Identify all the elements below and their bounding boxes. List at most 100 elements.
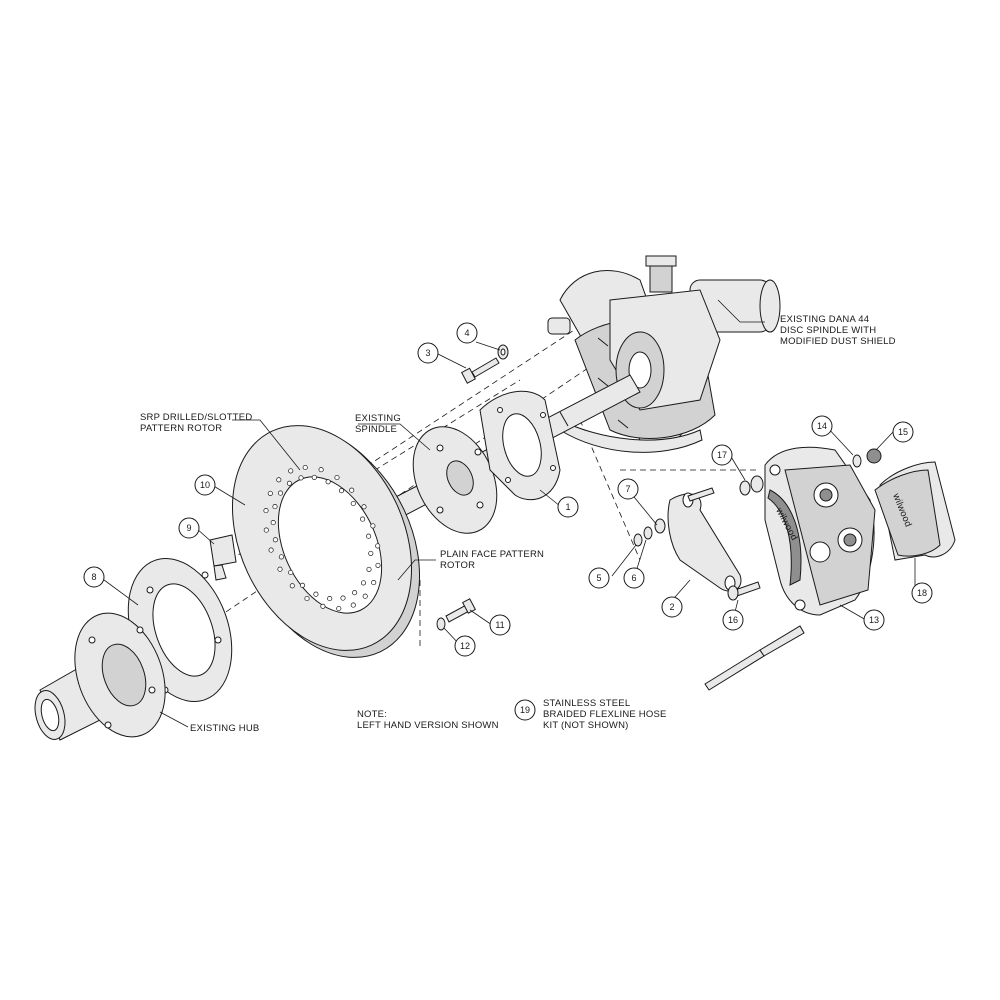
rotor-drill-hole bbox=[272, 537, 278, 543]
callout-1: 1 bbox=[557, 496, 579, 518]
svg-text:11: 11 bbox=[495, 620, 504, 630]
rotor-drill-hole bbox=[311, 474, 317, 480]
rotor-drill-hole bbox=[286, 480, 292, 486]
rotor-drill-hole bbox=[263, 508, 269, 514]
callout-8: 8 bbox=[83, 566, 105, 588]
note-left-hand: NOTE: LEFT HAND VERSION SHOWN bbox=[357, 709, 499, 731]
svg-text:7: 7 bbox=[625, 484, 630, 494]
note-existing-hub: EXISTING HUB bbox=[190, 723, 259, 734]
part-14-15-bleeder bbox=[852, 448, 882, 468]
callout-19: 19 bbox=[514, 699, 536, 721]
existing-spindle-flange bbox=[412, 426, 498, 534]
svg-text:12: 12 bbox=[460, 641, 470, 651]
rotor-drill-hole bbox=[366, 533, 372, 539]
rotor-drill-hole bbox=[366, 566, 372, 572]
note-hose-kit: STAINLESS STEEL BRAIDED FLEXLINE HOSE KI… bbox=[543, 698, 669, 731]
rotor-drill-hole bbox=[288, 569, 294, 576]
existing-dana-44-spindle bbox=[547, 255, 781, 453]
callout-10: 10 bbox=[194, 474, 216, 496]
callout-17: 17 bbox=[711, 444, 733, 466]
callout-3: 3 bbox=[417, 342, 439, 364]
part-11-12-bolt-washer bbox=[436, 598, 477, 631]
part-2-caliper-bracket bbox=[667, 487, 742, 592]
rotor-drill-hole bbox=[368, 550, 374, 556]
callout-6: 6 bbox=[623, 567, 645, 589]
callout-11: 11 bbox=[489, 614, 511, 636]
rotor-drill-hole bbox=[336, 605, 342, 612]
rotor-drill-hole bbox=[298, 475, 304, 481]
rotor-drill-hole bbox=[268, 547, 274, 553]
rotor-drill-hole bbox=[360, 580, 367, 586]
note-plain-face: PLAIN FACE PATTERN ROTOR bbox=[440, 549, 547, 571]
rotor-drill-hole bbox=[267, 490, 273, 496]
svg-text:17: 17 bbox=[717, 450, 727, 460]
rotor-drill-hole bbox=[304, 595, 310, 602]
callout-18: 18 bbox=[911, 582, 933, 604]
callout-bubbles: 1 2 3 4 5 6 7 8 9 10 11 12 13 14 15 16 1… bbox=[83, 322, 933, 721]
callout-16: 16 bbox=[722, 609, 744, 631]
svg-text:1: 1 bbox=[565, 502, 570, 512]
rotor-drill-hole bbox=[313, 591, 319, 597]
rotor-drill-hole bbox=[370, 523, 376, 529]
rotor-drill-hole bbox=[334, 474, 340, 481]
rotor-drill-hole bbox=[350, 500, 356, 507]
callout-12: 12 bbox=[454, 635, 476, 657]
callout-7: 7 bbox=[617, 478, 639, 500]
rotor-drill-hole bbox=[362, 593, 368, 599]
part-5-6-7-washers bbox=[633, 518, 666, 547]
callout-4: 4 bbox=[456, 322, 478, 344]
svg-text:2: 2 bbox=[669, 602, 674, 612]
part-9-stud bbox=[209, 534, 237, 581]
rotor-drill-hole bbox=[340, 595, 346, 601]
rotor-drill-hole bbox=[325, 479, 331, 485]
callout-13: 13 bbox=[863, 609, 885, 631]
caliper-pins bbox=[704, 625, 805, 691]
part-16-bolt bbox=[727, 581, 761, 601]
callout-15: 15 bbox=[892, 421, 914, 443]
rotor-drill-hole bbox=[272, 504, 278, 510]
rotor-drill-hole bbox=[371, 580, 377, 586]
rotor-drill-hole bbox=[263, 527, 269, 533]
svg-text:16: 16 bbox=[728, 615, 738, 625]
svg-text:3: 3 bbox=[425, 348, 430, 358]
rotor-drill-hole bbox=[352, 590, 358, 596]
svg-text:13: 13 bbox=[869, 615, 879, 625]
svg-text:10: 10 bbox=[200, 480, 210, 490]
svg-text:8: 8 bbox=[91, 572, 96, 582]
rotor-drill-holes bbox=[263, 464, 381, 612]
note-srp-rotor: SRP DRILLED/SLOTTED PATTERN ROTOR bbox=[140, 412, 255, 434]
part-13-caliper: wilwood bbox=[764, 446, 876, 616]
svg-text:15: 15 bbox=[898, 427, 908, 437]
rotor-drill-hole bbox=[361, 504, 367, 510]
callout-14: 14 bbox=[811, 415, 833, 437]
rotor-drill-hole bbox=[277, 490, 284, 496]
rotor-drill-hole bbox=[276, 477, 282, 483]
svg-text:19: 19 bbox=[520, 705, 530, 715]
rotor-drill-hole bbox=[288, 468, 294, 474]
svg-text:5: 5 bbox=[596, 573, 601, 583]
note-existing-dana: EXISTING DANA 44 DISC SPINDLE WITH MODIF… bbox=[780, 314, 896, 347]
rotor-drill-hole bbox=[302, 464, 308, 471]
rotor-drill-hole bbox=[318, 467, 324, 473]
existing-hub bbox=[34, 612, 166, 741]
part-18-brake-pad: wilwood bbox=[874, 461, 956, 561]
rotor-drill-hole bbox=[349, 487, 355, 493]
part-17-nut bbox=[739, 475, 764, 496]
rotor-drill-hole bbox=[375, 543, 381, 549]
callout-5: 5 bbox=[588, 567, 610, 589]
rotor-drill-hole bbox=[277, 566, 283, 572]
rotor-drill-hole bbox=[360, 516, 366, 522]
rotor-drill-hole bbox=[299, 582, 306, 588]
svg-text:6: 6 bbox=[631, 573, 636, 583]
rotor-drill-hole bbox=[338, 488, 345, 494]
note-existing-spindle: EXISTING SPINDLE bbox=[355, 413, 404, 435]
rotor-drill-hole bbox=[375, 562, 381, 568]
part-3-4-bolt-washer bbox=[460, 344, 509, 384]
rotor-drill-hole bbox=[289, 583, 295, 589]
rotor-drill-hole bbox=[327, 596, 333, 602]
svg-text:14: 14 bbox=[817, 421, 827, 431]
callout-2: 2 bbox=[661, 596, 683, 618]
svg-text:9: 9 bbox=[186, 523, 191, 533]
